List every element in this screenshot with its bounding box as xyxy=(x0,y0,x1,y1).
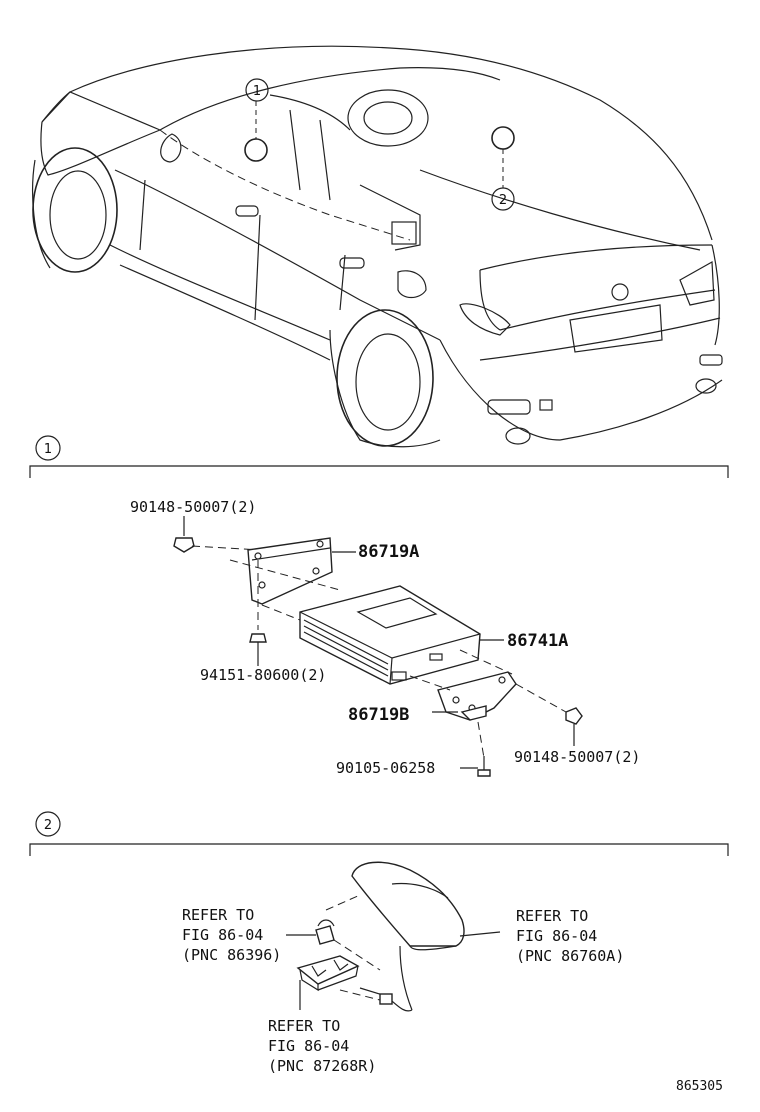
part-label-94151-80600: 94151-80600(2) xyxy=(200,666,326,684)
ref-bottom-line1: REFER TO xyxy=(268,1017,340,1035)
ref-right-line3: (PNC 86760A) xyxy=(516,947,624,965)
callout-2: 2 xyxy=(491,187,515,211)
ref-left-line3: (PNC 86396) xyxy=(182,946,281,964)
ref-right-line1: REFER TO xyxy=(516,907,588,925)
bolt-bottom-icon xyxy=(477,756,491,777)
ref-right-line2: FIG 86-04 xyxy=(516,927,597,945)
bracket-86719b-part xyxy=(437,671,517,721)
callout-2-number: 2 xyxy=(499,193,507,208)
ref-bottom-line3: (PNC 87268R) xyxy=(268,1057,376,1075)
car-illustration xyxy=(32,45,723,448)
antenna-icon xyxy=(351,861,465,1011)
module-86741a-part xyxy=(299,585,481,685)
bracket-86719a-part xyxy=(247,537,333,605)
ref-left-line2: FIG 86-04 xyxy=(182,926,263,944)
ref-bottom-line2: FIG 86-04 xyxy=(268,1037,349,1055)
part-label-90148-50007-top: 90148-50007(2) xyxy=(130,498,256,516)
section-2: 2 REFER TO xyxy=(29,811,729,1075)
figure-code: 865305 xyxy=(676,1079,723,1094)
section-1: 1 xyxy=(29,435,729,777)
part-label-86719a: 86719A xyxy=(358,542,419,562)
nut-icon xyxy=(249,633,267,666)
section-1-marker: 1 xyxy=(44,442,52,457)
bolt-right-icon xyxy=(565,707,583,746)
clip-87268r-part xyxy=(296,955,360,992)
callout-1-number: 1 xyxy=(253,84,261,99)
part-label-86719b: 86719B xyxy=(348,705,409,725)
part-label-90105-06258: 90105-06258 xyxy=(336,759,435,777)
ref-left-line1: REFER TO xyxy=(182,906,254,924)
part-label-90148-50007-right: 90148-50007(2) xyxy=(514,748,640,766)
section-2-marker: 2 xyxy=(44,818,52,833)
callout-1: 1 xyxy=(245,78,269,102)
connector-86396-part xyxy=(315,919,335,945)
bolt-top-icon xyxy=(173,516,195,553)
part-label-86741a: 86741A xyxy=(507,631,568,651)
